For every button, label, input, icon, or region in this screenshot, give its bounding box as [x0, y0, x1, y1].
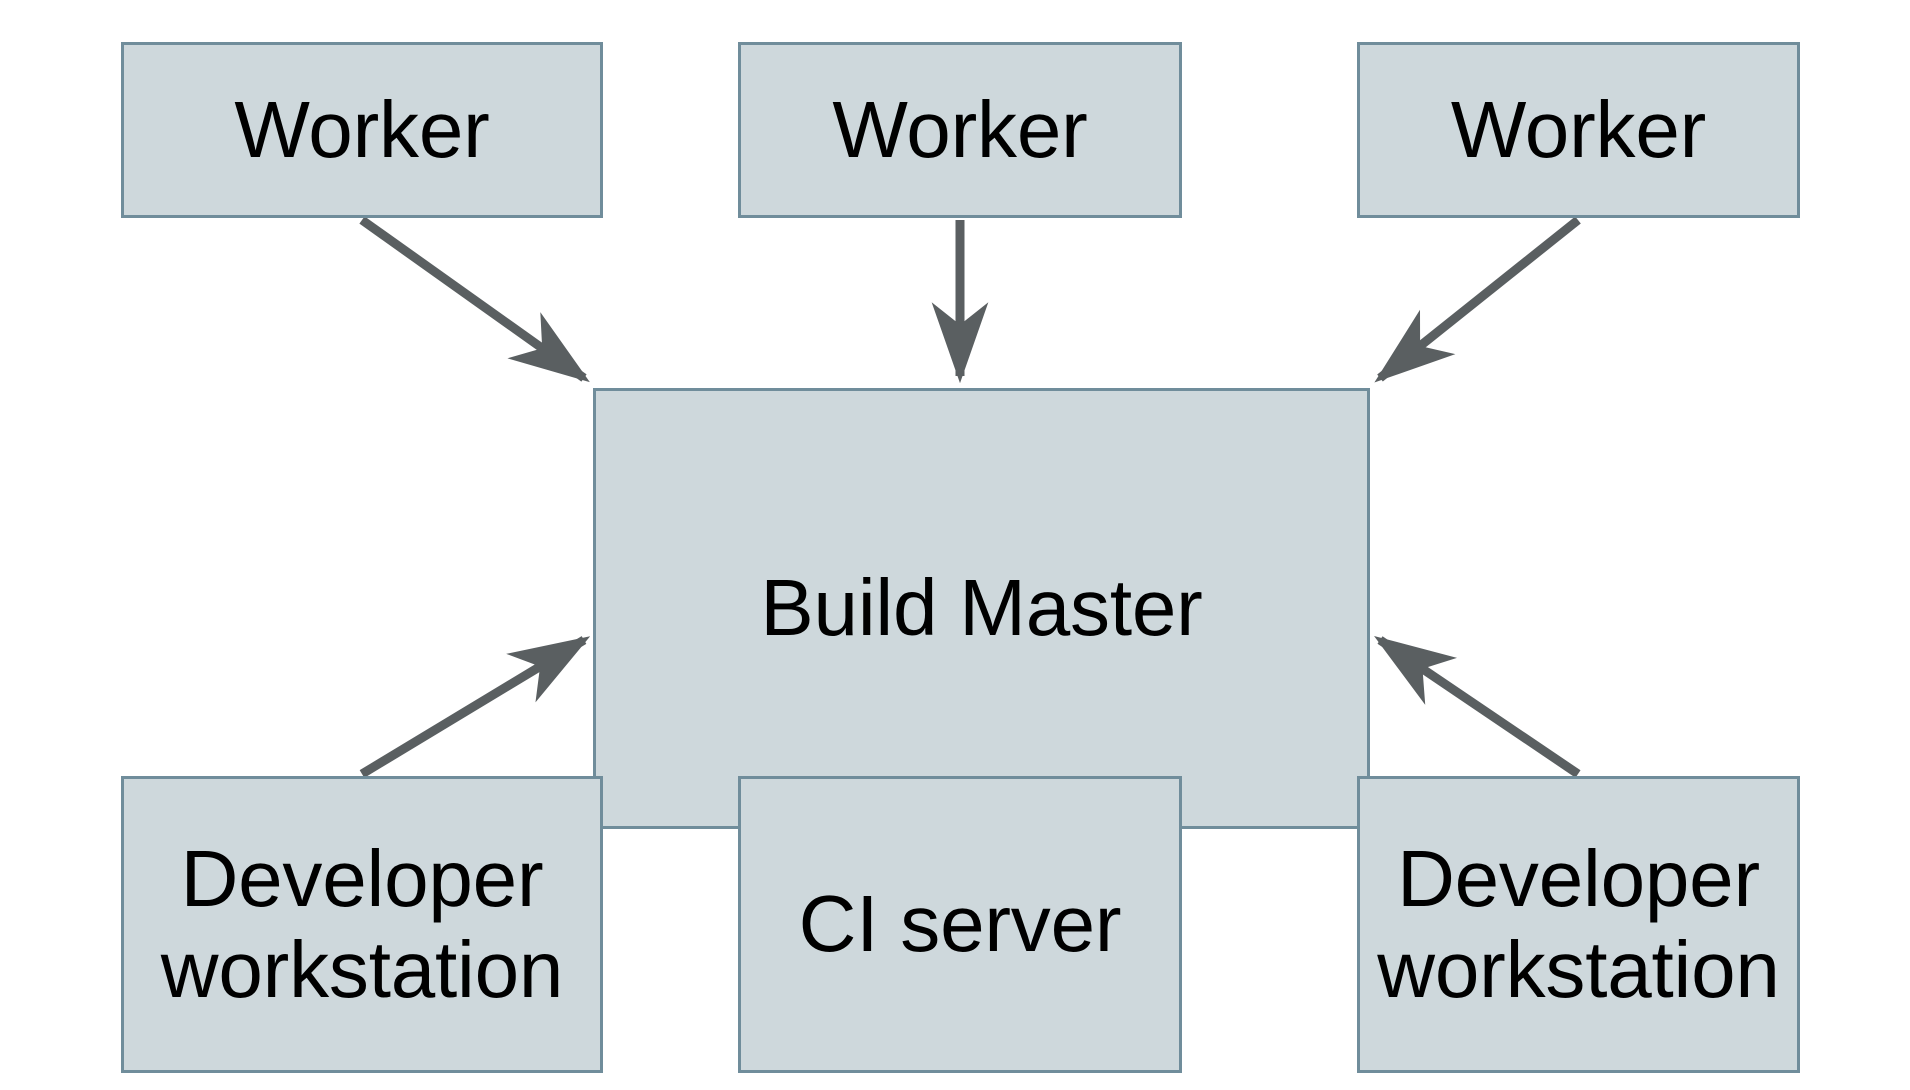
edge-dev-ws-left-to-build-master: [359, 636, 591, 778]
node-build-master[interactable]: Build Master: [593, 388, 1370, 829]
node-worker-1[interactable]: Worker: [121, 42, 603, 218]
node-developer-workstation-left[interactable]: Developer workstation: [121, 776, 603, 1073]
edge-dev-ws-right-to-build-master: [1374, 635, 1581, 778]
node-developer-workstation-right[interactable]: Developer workstation: [1357, 776, 1800, 1073]
node-worker-2[interactable]: Worker: [738, 42, 1182, 218]
node-ci-server[interactable]: CI server: [738, 776, 1182, 1073]
node-worker-3[interactable]: Worker: [1357, 42, 1800, 218]
edge-worker-1-to-build-master: [359, 216, 590, 383]
edge-worker-3-to-build-master: [1374, 216, 1581, 383]
